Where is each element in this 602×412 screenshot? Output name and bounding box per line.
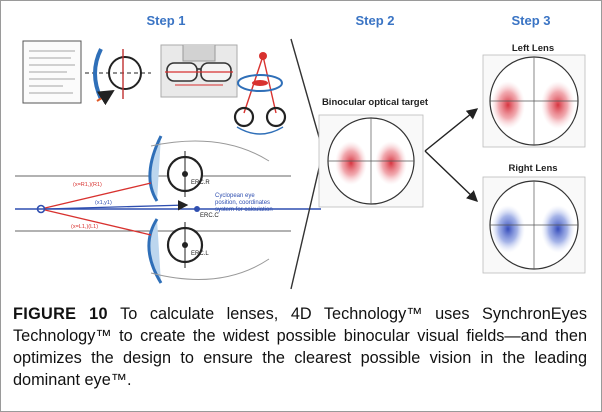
- cyclopean-note-line3: system for calculation: [215, 207, 273, 213]
- binocular-target-label: Binocular optical target: [322, 97, 429, 108]
- cyclopean-note-line1: Cyclopean eye: [215, 193, 255, 199]
- binocular-target-plot: [318, 114, 424, 208]
- erc-l-label: ERC.L: [191, 251, 209, 257]
- arrow-to-left-lens: [424, 108, 479, 152]
- figure-illustration: Step 1 Step 2 Step 3: [15, 13, 586, 290]
- binocular-geometry-diagram: (x=R1,)(R1) (x1,y1) (x=L1,)(L1) ERC.R ER…: [15, 135, 321, 284]
- coord-label-upper: (x=R1,)(R1): [73, 182, 102, 188]
- right-lens-title: Right Lens: [508, 163, 557, 174]
- step-divider-chevron: [290, 38, 324, 290]
- frame-fitting: [160, 44, 238, 98]
- eye-lens-profile: [85, 48, 151, 106]
- left-lens-title: Left Lens: [512, 43, 554, 54]
- coord-label-lower: (x=L1,)(L1): [71, 224, 98, 230]
- erc-c-label: ERC.C: [200, 213, 219, 219]
- step2-title: Step 2: [355, 13, 394, 28]
- left-lens-plot: [482, 54, 586, 148]
- step1-title: Step 1: [146, 13, 185, 28]
- caption-text: To calculate lenses, 4D Technology™ uses…: [13, 305, 587, 389]
- figure-number: FIGURE 10: [13, 305, 108, 323]
- prescription-document: [22, 40, 82, 104]
- figure-caption: FIGURE 10 To calculate lenses, 4D Techno…: [13, 303, 587, 407]
- step3-title: Step 3: [511, 13, 550, 28]
- coord-label-mid: (x1,y1): [95, 200, 112, 206]
- cyclopean-construction: [233, 52, 287, 135]
- arrow-to-right-lens: [424, 150, 479, 202]
- cyclopean-note-line2: position, coordinates: [215, 200, 270, 206]
- right-lens-plot: [482, 176, 586, 274]
- erc-r-label: ERC.R: [191, 180, 210, 186]
